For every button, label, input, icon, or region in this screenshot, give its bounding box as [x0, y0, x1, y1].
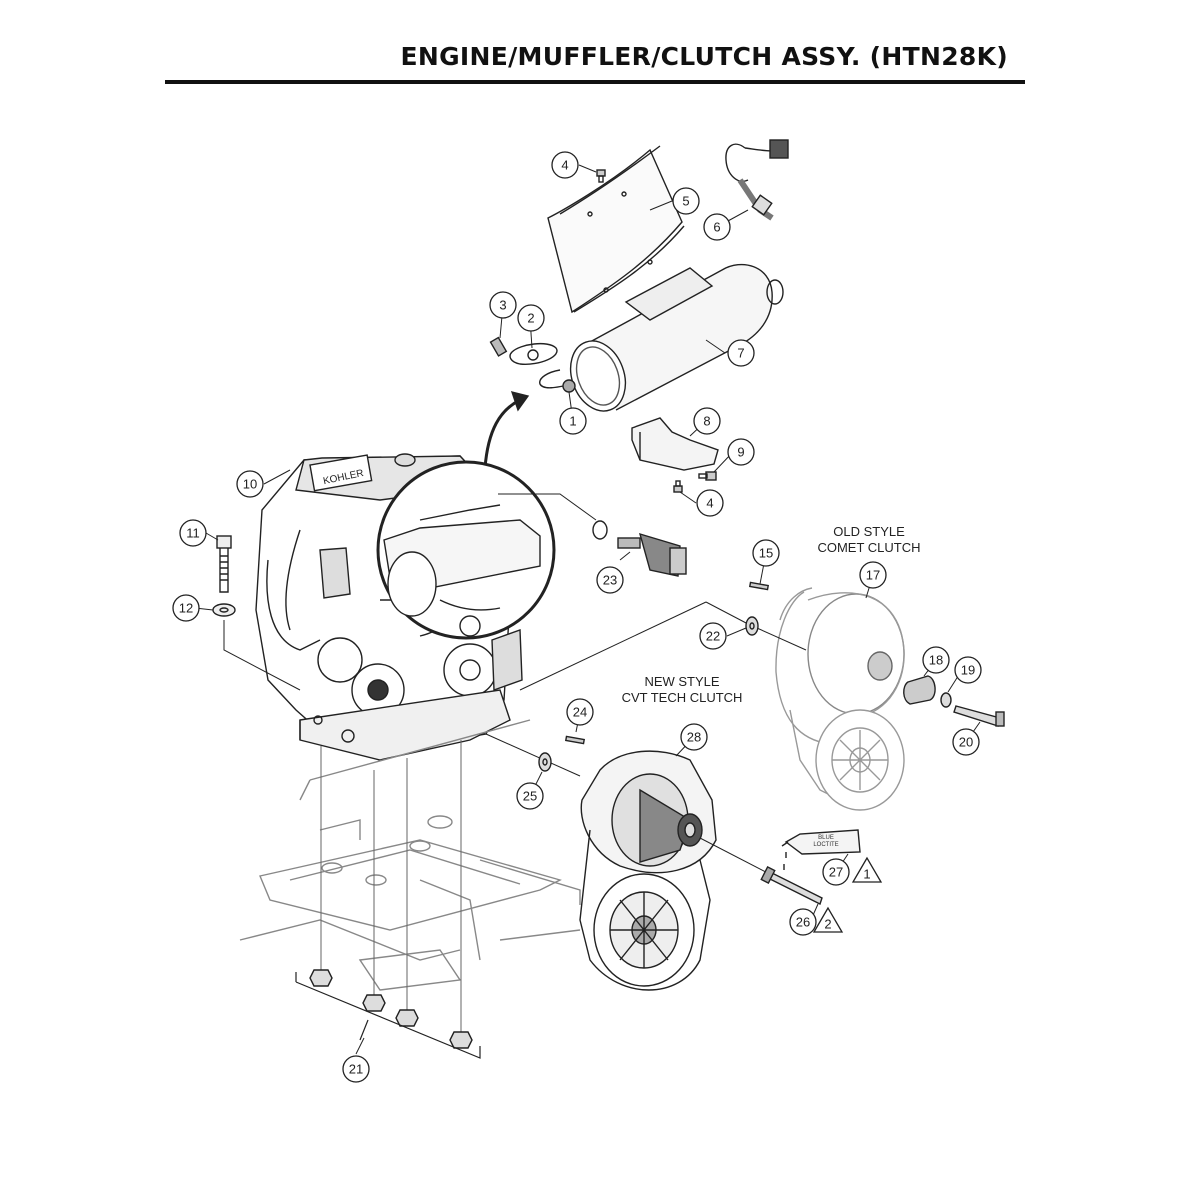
callout-2: 2: [527, 311, 534, 326]
mount-plate: [239, 719, 581, 991]
new-style-label-1: NEW STYLE: [644, 674, 719, 689]
oxygen-sensor: [725, 139, 789, 221]
page-title: ENGINE/MUFFLER/CLUTCH ASSY. (HTN28K): [400, 42, 1008, 71]
flat-washer: [212, 603, 236, 617]
callout-21: 21: [349, 1062, 363, 1077]
temperature-sensor: [592, 520, 687, 577]
warning-2: 2: [824, 917, 831, 932]
curved-arrow: [483, 398, 521, 469]
lock-nuts: [309, 969, 473, 1049]
stud: [489, 336, 508, 357]
screw-4-bottom: [673, 480, 683, 493]
title-rule: [165, 80, 1025, 84]
callout-7: 7: [737, 346, 744, 361]
callout-28: 28: [687, 730, 701, 745]
leader-bolt: [223, 620, 301, 691]
old-style-clutch: [775, 587, 905, 811]
washer-22: [745, 616, 759, 636]
callout-22: 22: [706, 629, 720, 644]
callout-11: 11: [186, 526, 200, 541]
key-15: [748, 581, 770, 591]
callout-19: 19: [961, 663, 975, 678]
new-style-clutch: [579, 750, 717, 991]
nut-bracket-line: [295, 972, 481, 1059]
callout-17: 17: [866, 568, 880, 583]
callout-8: 8: [703, 414, 710, 429]
long-bolt: [699, 837, 823, 905]
key-24: [564, 735, 586, 745]
callout-5: 5: [682, 194, 689, 209]
alignment-lines: [320, 740, 462, 1034]
clutch-bolt: [953, 705, 1005, 727]
callout-26: 26: [796, 915, 810, 930]
loctite-text-1: BLUE: [818, 835, 834, 841]
callout-24: 24: [573, 705, 587, 720]
callout-27: 27: [829, 865, 843, 880]
callout-23: 23: [603, 573, 617, 588]
callout-10: 10: [243, 477, 257, 492]
leader-23: [498, 493, 597, 521]
old-style-label-2: COMET CLUTCH: [817, 540, 920, 555]
leader-new-clutch: [485, 733, 581, 777]
callout-4-top: 4: [561, 158, 568, 173]
loctite-tube: [781, 829, 861, 870]
arrow-head: [510, 391, 530, 412]
callout-9: 9: [737, 445, 744, 460]
callout-3: 3: [499, 298, 506, 313]
callout-25: 25: [523, 789, 537, 804]
callout-1: 1: [569, 414, 576, 429]
old-style-label-1: OLD STYLE: [833, 524, 905, 539]
callout-18: 18: [929, 653, 943, 668]
callout-4-bottom: 4: [706, 496, 713, 511]
callout-6: 6: [713, 220, 720, 235]
screw-9: [698, 471, 717, 481]
leader-old-clutch: [519, 601, 707, 691]
callout-15: 15: [759, 546, 773, 561]
gasket: [509, 342, 558, 365]
warning-1: 1: [863, 867, 870, 882]
clutch-spacer: [903, 675, 936, 705]
warning-triangles: [812, 856, 883, 933]
detail-magnifier: [376, 460, 556, 640]
heat-shield: [547, 145, 685, 314]
new-style-label-2: CVT TECH CLUTCH: [622, 690, 743, 705]
clutch-washer: [940, 692, 952, 708]
muffler: [539, 263, 784, 412]
engine-bolt: [216, 535, 232, 593]
callout-20: 20: [959, 735, 973, 750]
screw-4-top: [596, 169, 606, 183]
callout-12: 12: [179, 601, 193, 616]
callout-circles: [172, 151, 982, 1083]
loctite-text-2: LOCTITE: [813, 842, 838, 848]
muffler-bracket: [631, 417, 719, 471]
washer-25: [538, 752, 552, 772]
